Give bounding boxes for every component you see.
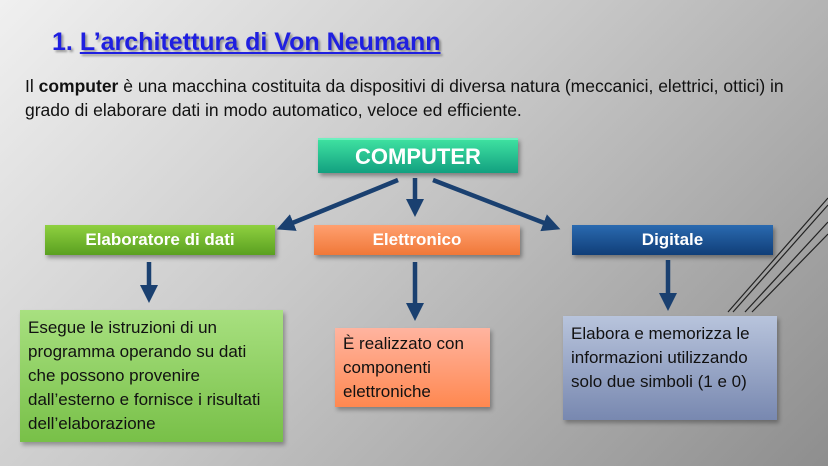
title-text: L’architettura di Von Neumann: [79, 28, 441, 56]
title-number: 1.: [52, 28, 73, 56]
arrow-to-elaboratore: [276, 177, 399, 231]
digitale-box: Digitale: [572, 225, 773, 255]
computer-box: COMPUTER: [318, 138, 518, 173]
elettronico-description: È realizzato con componenti elettroniche: [335, 328, 490, 407]
intro-prefix: Il: [25, 76, 39, 96]
intro-bold: computer: [38, 76, 119, 96]
elettronico-box: Elettronico: [314, 225, 520, 255]
intro-rest: è una macchina costituita da dispositivi…: [25, 76, 784, 120]
digitale-description: Elabora e memorizza le informazioni util…: [563, 316, 777, 420]
intro-paragraph: Il computer è una macchina costituita da…: [25, 74, 815, 122]
decorative-diagonal-lines: [727, 197, 828, 313]
arrow-to-digitale: [432, 177, 561, 232]
elaboratore-description: Esegue le istruzioni di un programma ope…: [20, 310, 283, 442]
elaboratore-box: Elaboratore di dati: [45, 225, 275, 255]
slide-title: 1. L’architettura di Von Neumann: [52, 28, 441, 57]
